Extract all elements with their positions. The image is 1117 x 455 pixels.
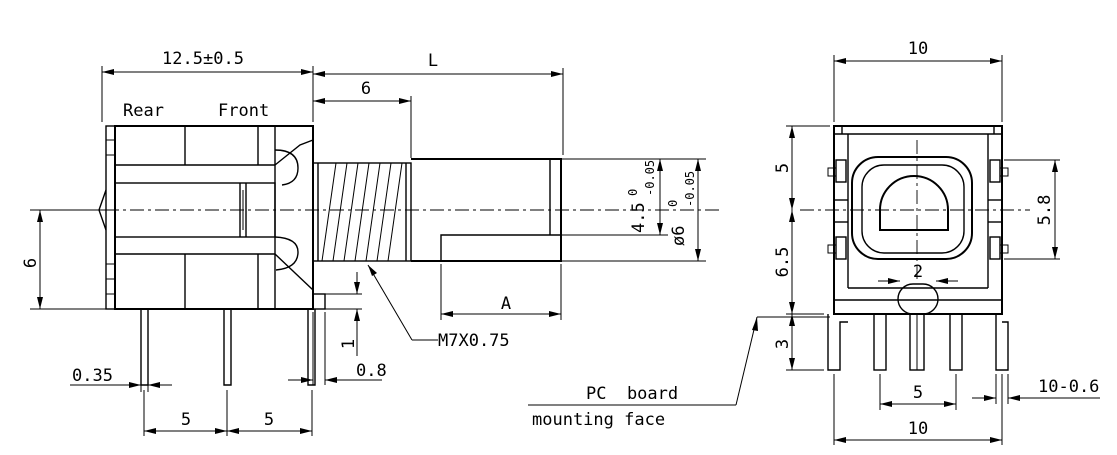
dim-shaft-flat: 4.5 xyxy=(629,202,649,233)
dim-shaft-flat-tol-lower: -0.05 xyxy=(643,160,657,196)
dim-bottom-width: 10 xyxy=(908,419,928,439)
bushing-face-outer xyxy=(851,156,973,260)
dim-height: 6 xyxy=(21,258,41,268)
dim-tab-width: 2 xyxy=(913,262,923,282)
anti-rotation-tab xyxy=(312,293,326,310)
dim-shaft-length: L xyxy=(428,51,438,71)
side-view: 12.5±0.5 L 6 Rear Front 4.5 0 -0.05 xyxy=(21,49,720,436)
dim-tab-thickness: 0.8 xyxy=(356,361,387,381)
rear-plate xyxy=(105,125,116,310)
pin-middle xyxy=(223,309,232,386)
front-view: 10 5 6.5 3 5.8 2 xyxy=(528,39,1100,445)
pin-left xyxy=(140,309,149,386)
pin-right xyxy=(307,309,316,386)
dim-flat-length: A xyxy=(501,294,511,314)
label-rear: Rear xyxy=(123,101,164,121)
dim-shaft-dia-tol-upper: 0 xyxy=(666,200,680,207)
dim-shaft-flat-tol-upper: 0 xyxy=(626,189,640,196)
dim-pin-pitch-1: 5 xyxy=(181,410,191,430)
dim-upper-height: 5 xyxy=(773,163,793,173)
dim-tab-height: 1 xyxy=(339,339,359,349)
threaded-bushing xyxy=(312,162,412,262)
dim-body-length: 12.5±0.5 xyxy=(162,49,244,69)
dim-lower-height: 6.5 xyxy=(773,247,793,278)
pcb-label-line1: PC board xyxy=(586,384,678,404)
dim-shaft-diameter: ø6 xyxy=(669,226,689,246)
pcb-label-line2: mounting face xyxy=(532,410,665,430)
dim-top-width: 10 xyxy=(908,39,928,59)
thread-lines xyxy=(321,162,403,262)
dim-pin-length: 3 xyxy=(773,339,793,349)
dim-pin-pitch-2: 5 xyxy=(264,410,274,430)
dim-shaft-dia-tol-lower: -0.05 xyxy=(683,171,697,207)
label-front: Front xyxy=(218,101,269,121)
front-body-outline xyxy=(833,125,1003,315)
thread-callout: M7X0.75 xyxy=(438,331,510,351)
dim-front-pin-thickness: 10-0.6 xyxy=(1038,377,1099,397)
dim-front-pin-pitch: 5 xyxy=(913,383,923,403)
shaft-end-face xyxy=(879,175,949,231)
dim-hole: 5.8 xyxy=(1035,195,1055,226)
dim-pin-width: 0.35 xyxy=(72,366,113,386)
dim-bushing-length: 6 xyxy=(361,79,371,99)
housing-outline xyxy=(114,125,314,310)
